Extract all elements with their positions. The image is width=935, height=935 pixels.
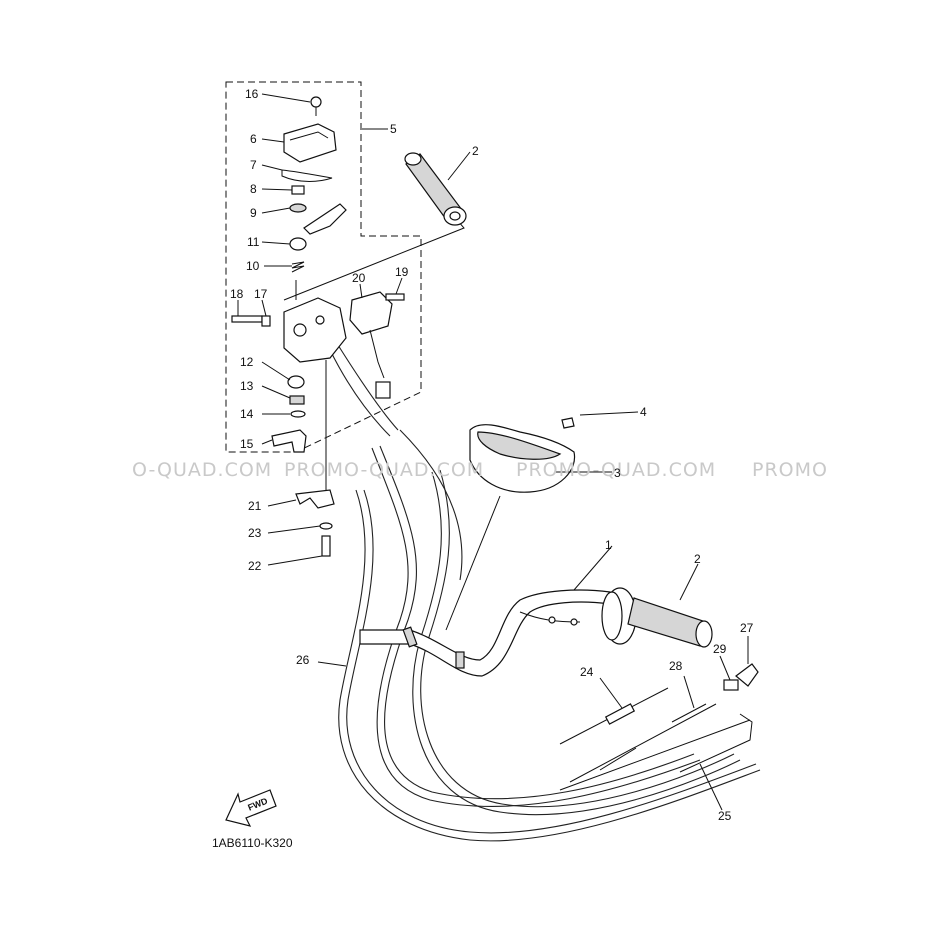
callout-12: 12 <box>240 355 254 369</box>
watermark: O-QUAD.COM PROMO-QUAD.COM PROMO-QUAD.COM… <box>132 459 828 481</box>
callout-17: 17 <box>254 287 268 301</box>
callout-numbers: 16 6 7 8 9 11 10 18 17 20 19 5 2 12 13 1… <box>230 87 754 823</box>
switch-assembly-parts <box>231 96 465 557</box>
callout-19: 19 <box>395 265 409 279</box>
callout-7: 7 <box>250 158 257 172</box>
throttle-cables <box>559 663 759 791</box>
callout-4: 4 <box>640 405 647 419</box>
assembly-group-outline <box>225 81 422 453</box>
callout-leaders <box>237 93 749 811</box>
watermark-segment-4: PROMO <box>752 459 828 481</box>
callout-10: 10 <box>246 259 260 273</box>
cables <box>329 344 761 842</box>
watermark-segment-3: PROMO-QUAD.COM <box>516 459 716 481</box>
callout-21: 21 <box>248 499 262 513</box>
callout-8: 8 <box>250 182 257 196</box>
callout-23: 23 <box>248 526 262 540</box>
callout-22: 22 <box>248 559 262 573</box>
callout-2-upper: 2 <box>472 144 479 158</box>
callout-20: 20 <box>352 271 366 285</box>
callout-25: 25 <box>718 809 732 823</box>
callout-6: 6 <box>250 132 257 146</box>
part-diagram-code: 1AB6110-K320 <box>212 836 293 850</box>
callout-2-lower: 2 <box>694 552 701 566</box>
callout-9: 9 <box>250 206 257 220</box>
callout-28: 28 <box>669 659 683 673</box>
left-grip <box>404 152 467 226</box>
callout-24: 24 <box>580 665 594 679</box>
callout-16: 16 <box>245 87 259 101</box>
callout-5: 5 <box>390 122 397 136</box>
callout-13: 13 <box>240 379 254 393</box>
callout-18: 18 <box>230 287 244 301</box>
handlebar <box>359 587 713 677</box>
callout-27: 27 <box>740 621 754 635</box>
fwd-arrow: FWD <box>225 789 277 827</box>
callout-3: 3 <box>614 466 621 480</box>
callout-11: 11 <box>247 235 260 249</box>
watermark-segment-1: O-QUAD.COM <box>132 459 272 481</box>
callout-14: 14 <box>240 407 254 421</box>
callout-26: 26 <box>296 653 310 667</box>
watermark-segment-2: PROMO-QUAD.COM <box>284 459 484 481</box>
callout-15: 15 <box>240 437 254 451</box>
callout-29: 29 <box>713 642 727 656</box>
handlebar-pad <box>469 417 576 493</box>
callout-1: 1 <box>605 538 612 552</box>
